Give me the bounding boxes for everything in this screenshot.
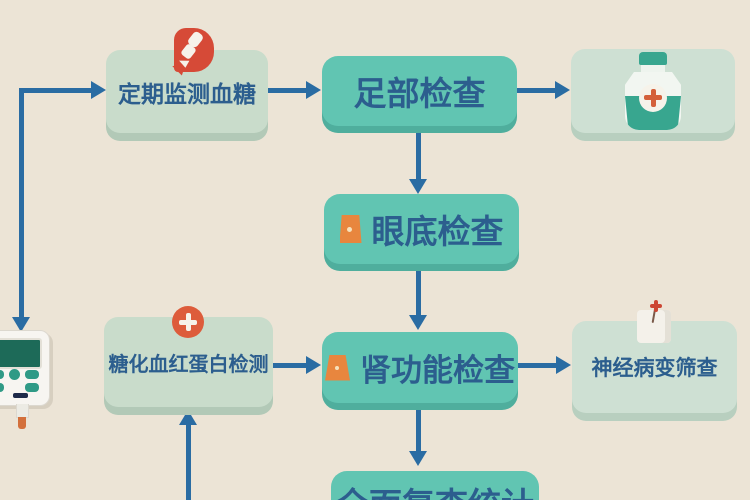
node-renal-exam: 肾功能检查 (322, 332, 518, 403)
node-monitor-glucose: 定期监测血糖 (106, 50, 268, 133)
blood-lancet-icon (170, 26, 216, 76)
connector-renal-neuro (518, 363, 557, 368)
meter-screen (0, 338, 42, 369)
connector-fundus-renal (416, 264, 421, 316)
arrowhead-to-monitor (91, 81, 106, 99)
connector-foot-medicine (517, 88, 556, 93)
connector-renal-review (416, 403, 421, 452)
node-neuropathy-screen-label: 神经病变筛查 (591, 357, 718, 380)
node-monitor-glucose-label: 定期监测血糖 (118, 80, 256, 107)
medical-kit-icon (637, 300, 671, 343)
node-foot-exam-label: 足部检查 (353, 75, 486, 112)
glucose-meter-icon (0, 330, 50, 406)
test-strip (16, 404, 29, 418)
arrowhead-to-neuro (556, 356, 571, 374)
connector-bottom-hba1c (186, 424, 191, 500)
arrowhead-to-foot (306, 81, 321, 99)
arrowhead-to-renal-top (409, 315, 427, 330)
node-hba1c-test-label: 糖化血红蛋白检测 (108, 353, 269, 376)
connector-loop-vertical (19, 88, 24, 318)
arrowhead-to-medicine (555, 81, 570, 99)
arrowhead-to-hba1c-bottom (179, 410, 197, 425)
arrowhead-to-glucose-meter (12, 317, 30, 332)
node-medicine (571, 49, 735, 133)
node-renal-exam-label: 肾功能检查 (360, 353, 515, 388)
specimen-bag-icon (325, 354, 350, 381)
medicine-bottle-icon (625, 52, 681, 130)
test-strip-tip (18, 417, 26, 429)
arrowhead-to-renal-left (306, 356, 321, 374)
connector-hba1c-renal (273, 363, 307, 368)
node-full-review: 全面复查统计 (331, 471, 539, 500)
connector-loop-horizontal (19, 88, 92, 93)
meter-port (13, 393, 28, 398)
node-full-review-label: 全面复查统计 (336, 478, 534, 500)
node-fundus-exam-label: 眼底检查 (371, 213, 504, 250)
arrowhead-to-review (409, 451, 427, 466)
eye-chart-icon (339, 215, 362, 243)
connector-foot-fundus (416, 126, 421, 180)
connector-monitor-foot (268, 88, 307, 93)
arrowhead-to-fundus (409, 179, 427, 194)
node-fundus-exam: 眼底检查 (324, 194, 519, 264)
node-foot-exam: 足部检查 (322, 56, 517, 126)
red-cross-icon (172, 306, 204, 338)
